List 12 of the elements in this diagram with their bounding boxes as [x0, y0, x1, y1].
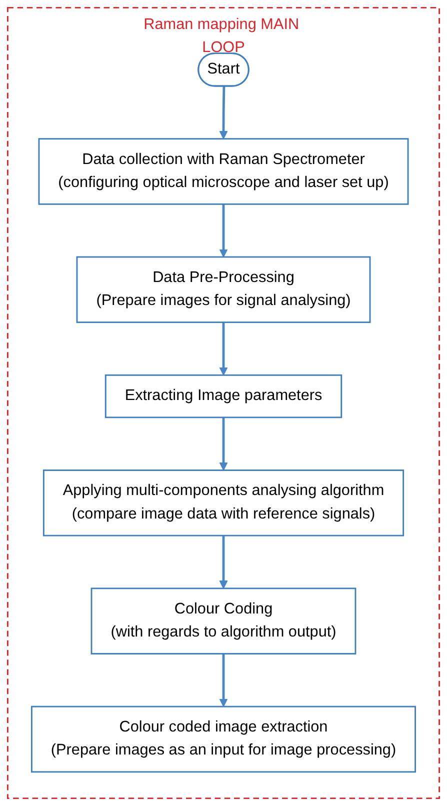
node-box: Extracting Image parameters	[104, 374, 342, 418]
node-box: Colour Coding (with regards to algorithm output)	[90, 588, 356, 654]
arrow	[219, 654, 228, 707]
arrow	[219, 86, 228, 140]
node-box: Applying multi-components analysing algorithm (compare image data with reference signals)	[42, 470, 404, 536]
arrow	[219, 536, 228, 589]
arrow	[219, 417, 228, 471]
node-box: Data Pre-Processing (Prepare images for signal analysing)	[76, 256, 371, 324]
node-box: Colour coded image extraction (Prepare images as an input for image processing)	[30, 706, 416, 773]
arrow	[219, 322, 228, 376]
node-box: Data collection with Raman Spectrometer (configuring optical microscope and laser set up)	[38, 138, 409, 205]
arrow	[219, 204, 228, 258]
